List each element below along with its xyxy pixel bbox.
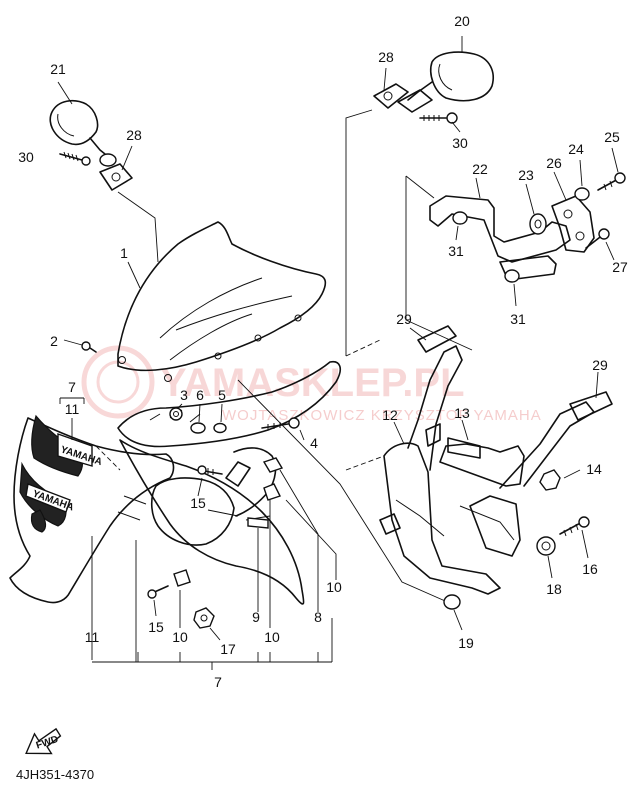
watermark-subtitle: WOJTASZKOWICZ KRZYSZTOF YAMAHA [222, 407, 542, 424]
cowling-stay [345, 325, 613, 631]
callout-6: 6 [196, 387, 204, 403]
callout-16: 16 [582, 561, 598, 577]
callout-26: 26 [546, 155, 562, 171]
callout-10-right: 10 [326, 579, 342, 595]
callout-31-bottom: 31 [510, 311, 526, 327]
callout-10-left: 10 [172, 629, 188, 645]
callout-11-bottom: 11 [85, 629, 100, 645]
callout-29-left: 29 [396, 311, 412, 327]
callout-2: 2 [50, 333, 58, 349]
side-fairing: YAMAHA YAMAHA [9, 414, 175, 660]
callout-22: 22 [472, 161, 488, 177]
callout-12: 12 [382, 407, 398, 423]
callout-30-left: 30 [18, 149, 34, 165]
callout-27: 27 [612, 259, 628, 275]
callout-4: 4 [310, 435, 318, 451]
windscreen [117, 221, 327, 382]
watermark: YAMASKLEP.PL WOJTASZKOWICZ KRZYSZTOF YAM… [81, 345, 542, 424]
callout-19: 19 [458, 635, 474, 651]
callout-23: 23 [518, 167, 534, 183]
right-mirror [345, 36, 494, 356]
callout-18: 18 [546, 581, 562, 597]
callout-9: 9 [252, 609, 260, 625]
callout-21: 21 [50, 61, 66, 77]
callout-7-top: 7 [68, 379, 76, 395]
callout-5: 5 [218, 387, 226, 403]
inner-panel [95, 360, 342, 605]
fwd-arrow: FWD [25, 727, 62, 755]
callout-7-bottom: 7 [214, 674, 222, 690]
watermark-title: YAMASKLEP.PL [160, 361, 465, 405]
callout-30-right: 30 [452, 135, 468, 151]
hardware-bolts [63, 339, 337, 641]
callout-20: 20 [454, 13, 470, 29]
left-mirror [49, 81, 159, 263]
callout-17: 17 [220, 641, 236, 657]
callout-28-left: 28 [126, 127, 142, 143]
callout-10-mid: 10 [264, 629, 280, 645]
callout-1: 1 [120, 245, 128, 261]
callout-25: 25 [604, 129, 620, 145]
callout-11-top: 11 [65, 401, 80, 417]
callout-3: 3 [180, 387, 188, 403]
callout-15-bottom: 15 [148, 619, 164, 635]
callout-15-top: 15 [190, 495, 206, 511]
callout-14: 14 [586, 461, 602, 477]
callout-leaders [59, 379, 453, 670]
callouts: 1 2 3 4 5 6 7 7 8 9 10 10 10 11 11 12 13… [18, 13, 628, 690]
callout-31-top: 31 [448, 243, 464, 259]
callout-8: 8 [314, 609, 322, 625]
meter-stay [405, 147, 626, 351]
callout-29-right: 29 [592, 357, 608, 373]
callout-28-right: 28 [378, 49, 394, 65]
callout-13: 13 [454, 405, 470, 421]
diagram-code: 4JH351-4370 [16, 767, 94, 782]
callout-24: 24 [568, 141, 584, 157]
